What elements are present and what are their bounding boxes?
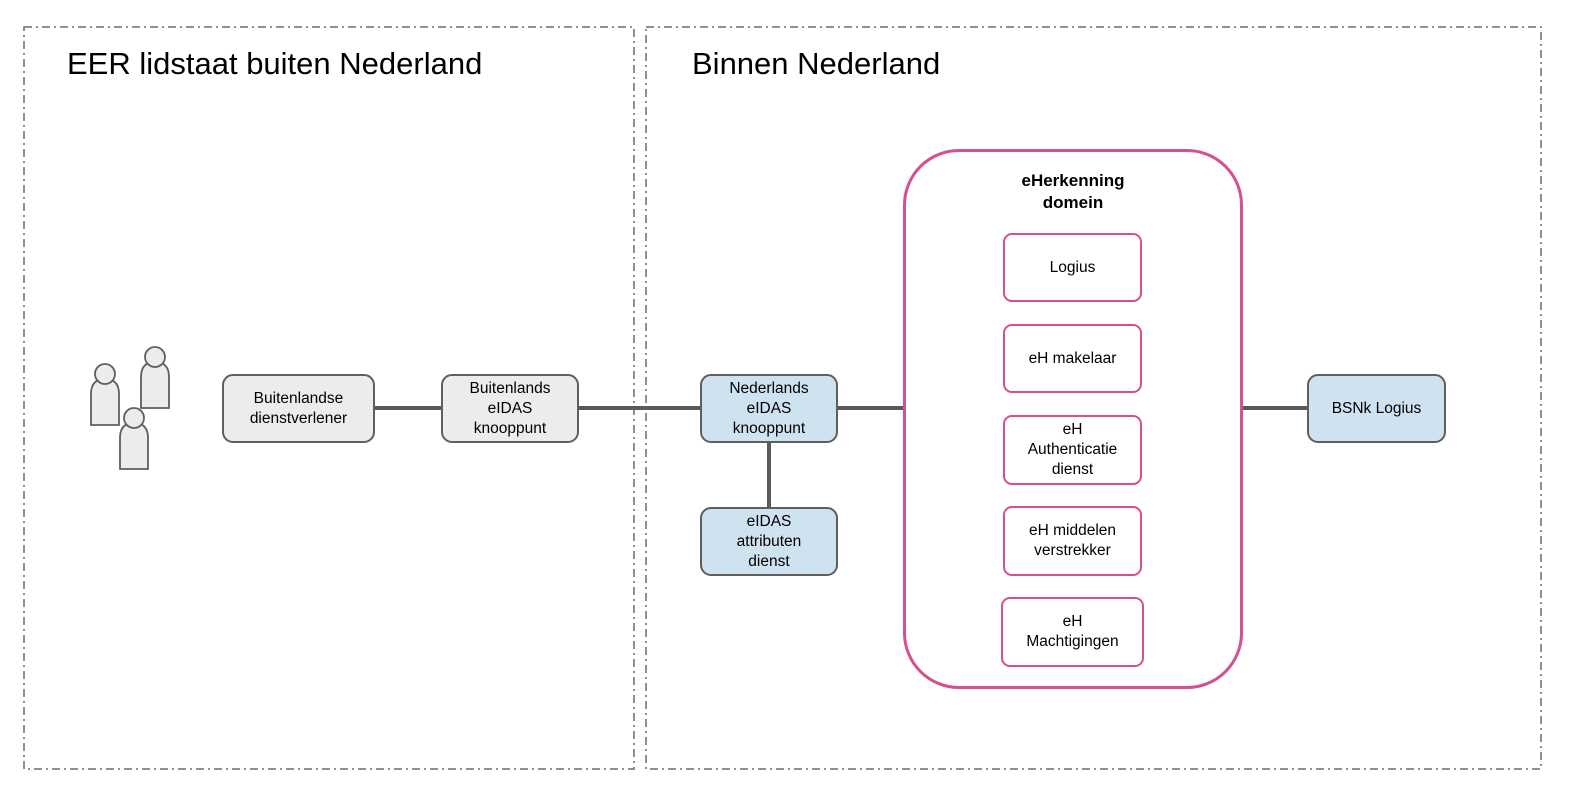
node-nederlands-eidas-knooppunt: Nederlands eIDAS knooppunt xyxy=(700,374,838,443)
person-icon xyxy=(119,407,149,470)
users-group-icon xyxy=(90,346,170,470)
node-buitenlandse-dienstverlener: Buitenlandse dienstverlener xyxy=(222,374,375,443)
eherkenning-member-eh-machtigingen: eH Machtigingen xyxy=(1001,597,1144,667)
region-foreign-title: EER lidstaat buiten Nederland xyxy=(67,46,483,81)
region-domestic-title: Binnen Nederland xyxy=(692,46,941,81)
eherkenning-member-logius: Logius xyxy=(1003,233,1142,302)
node-bsnk-logius: BSNk Logius xyxy=(1307,374,1446,443)
eherkenning-member-eh-makelaar: eH makelaar xyxy=(1003,324,1142,393)
eherkenning-domain-container xyxy=(903,149,1243,689)
region-foreign-border xyxy=(23,26,635,770)
node-eidas-attributen-dienst: eIDAS attributen dienst xyxy=(700,507,838,576)
person-icon xyxy=(90,363,120,426)
eherkenning-member-eh-authenticatie-dienst: eH Authenticatie dienst xyxy=(1003,415,1142,485)
eherkenning-member-eh-middelen-verstrekker: eH middelen verstrekker xyxy=(1003,506,1142,576)
person-icon xyxy=(140,346,170,409)
region-domestic-border xyxy=(645,26,1542,770)
eherkenning-domain-title: eHerkenning domein xyxy=(1021,171,1125,212)
node-buitenlands-eidas-knooppunt: Buitenlands eIDAS knooppunt xyxy=(441,374,579,443)
